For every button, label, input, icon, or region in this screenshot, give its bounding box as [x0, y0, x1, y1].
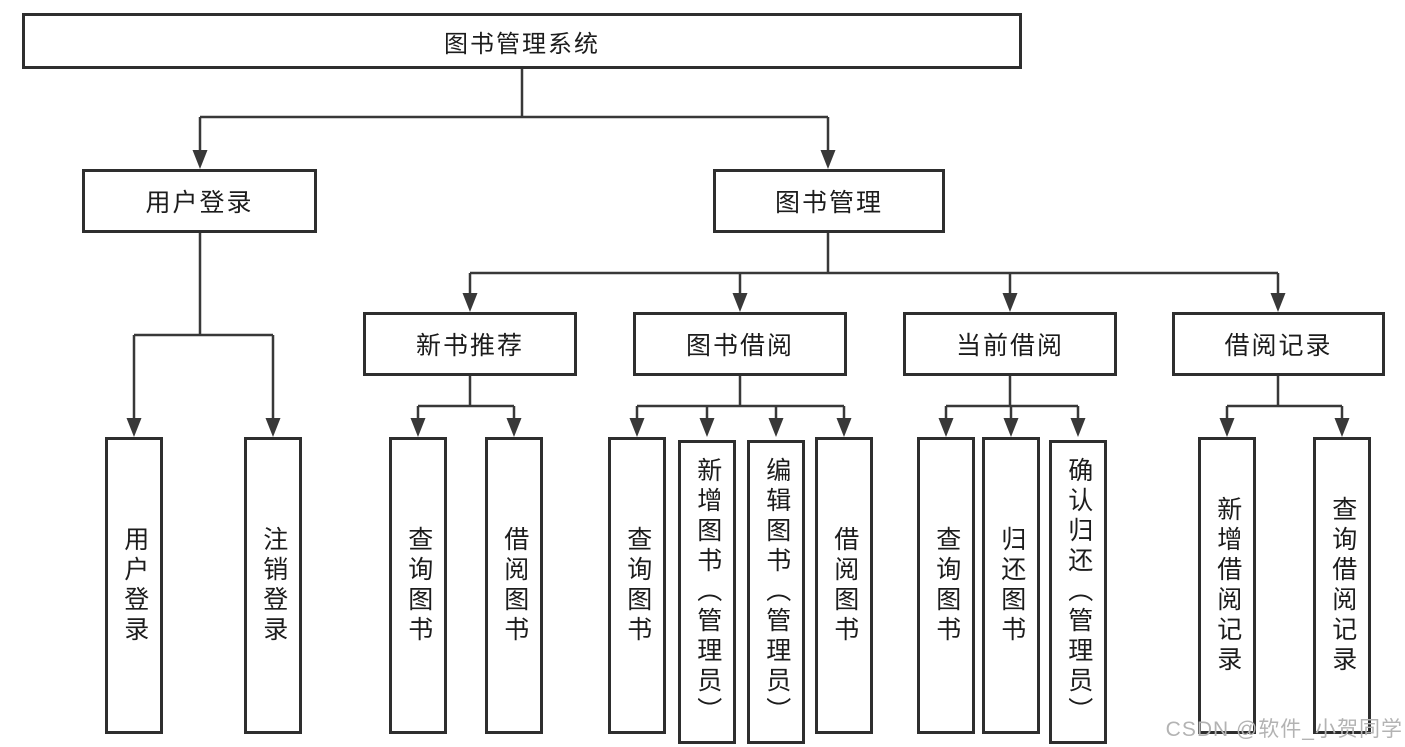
leaf-current-confirm-return-admin: 确认归还（管理员）: [1049, 440, 1107, 744]
leaf-current-return-books: 归还图书: [982, 437, 1040, 734]
node-new-book-recommend: 新书推荐: [363, 312, 577, 376]
leaf-borrow-add-books-admin: 新增图书（管理员）: [678, 440, 736, 744]
leaf-logout-label: 注销登录: [259, 525, 288, 646]
leaf-recommend-query-books-label: 查询图书: [404, 525, 433, 646]
node-current-borrow: 当前借阅: [903, 312, 1117, 376]
leaf-recommend-borrow-books: 借阅图书: [485, 437, 543, 734]
connector-path: [132, 68, 1344, 420]
node-book-management: 图书管理: [713, 169, 945, 233]
leaf-user-login: 用户登录: [105, 437, 163, 734]
leaf-current-return-books-label: 归还图书: [997, 525, 1026, 646]
node-user-login: 用户登录: [82, 169, 317, 233]
watermark: CSDN @软件_小贺同学: [1165, 718, 1403, 741]
leaf-borrow-query-books: 查询图书: [608, 437, 666, 734]
node-new-book-recommend-label: 新书推荐: [415, 332, 524, 360]
node-book-management-label: 图书管理: [774, 189, 883, 217]
node-root-label: 图书管理系统: [444, 30, 600, 58]
node-current-borrow-label: 当前借阅: [955, 332, 1064, 360]
leaf-record-query-borrow-record-label: 查询借阅记录: [1328, 495, 1357, 676]
leaf-record-add-borrow-record-label: 新增借阅记录: [1213, 495, 1242, 676]
node-book-borrow: 图书借阅: [633, 312, 847, 376]
leaf-current-confirm-return-admin-label: 确认归还（管理员）: [1064, 457, 1093, 727]
arrowheads: [126, 150, 1350, 437]
leaf-borrow-query-books-label: 查询图书: [623, 525, 652, 646]
leaf-current-query-books-label: 查询图书: [932, 525, 961, 646]
leaf-record-add-borrow-record: 新增借阅记录: [1198, 437, 1256, 734]
leaf-user-login-label: 用户登录: [120, 525, 149, 646]
node-borrow-record: 借阅记录: [1172, 312, 1385, 376]
leaf-borrow-add-books-admin-label: 新增图书（管理员）: [693, 457, 722, 727]
leaf-recommend-query-books: 查询图书: [389, 437, 447, 734]
leaf-borrow-borrow-books-label: 借阅图书: [830, 525, 859, 646]
leaf-borrow-edit-books-admin-label: 编辑图书（管理员）: [762, 457, 791, 727]
leaf-current-query-books: 查询图书: [917, 437, 975, 734]
leaf-borrow-borrow-books: 借阅图书: [815, 437, 873, 734]
leaf-borrow-edit-books-admin: 编辑图书（管理员）: [747, 440, 805, 744]
leaf-recommend-borrow-books-label: 借阅图书: [500, 525, 529, 646]
node-borrow-record-label: 借阅记录: [1224, 332, 1333, 360]
leaf-logout: 注销登录: [244, 437, 302, 734]
node-root: 图书管理系统: [22, 13, 1022, 69]
leaf-record-query-borrow-record: 查询借阅记录: [1313, 437, 1371, 734]
node-user-login-label: 用户登录: [145, 189, 254, 217]
node-book-borrow-label: 图书借阅: [685, 332, 794, 360]
